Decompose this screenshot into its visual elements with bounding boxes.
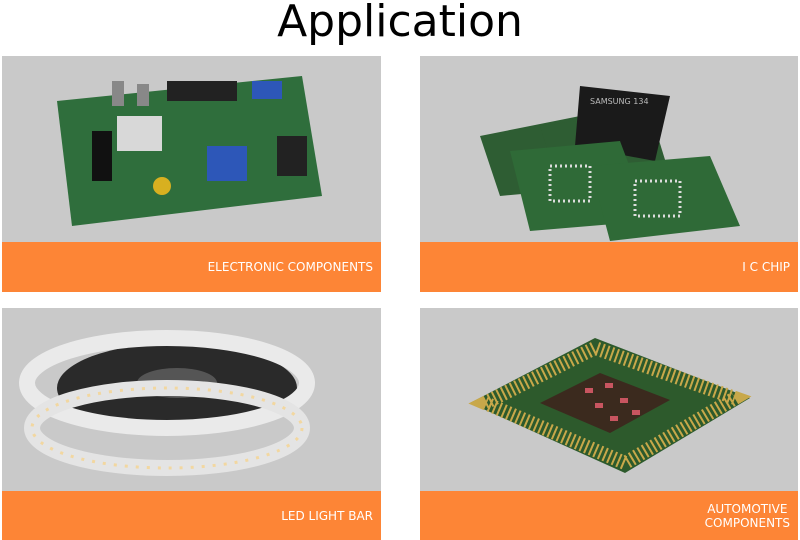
cpu-pin-grid-image xyxy=(468,338,752,473)
page-title: Application xyxy=(277,0,523,47)
circuit-board-image xyxy=(57,76,322,226)
led-strip-reel-image xyxy=(19,330,315,476)
label-bar: ELECTRONIC COMPONENTS xyxy=(2,242,381,292)
panel-label: I C CHIP xyxy=(742,260,790,274)
panel-automotive-components: AUTOMOTIVE COMPONENTS xyxy=(420,308,798,540)
label-bar: LED LIGHT BAR xyxy=(2,491,381,540)
panel-label-line2: COMPONENTS xyxy=(704,515,790,530)
panel-label: AUTOMOTIVE COMPONENTS xyxy=(705,502,790,530)
label-bar: I C CHIP xyxy=(420,242,798,292)
ic-chips-image: SAMSUNG 134 xyxy=(480,86,740,241)
svg-text:SAMSUNG 134: SAMSUNG 134 xyxy=(590,97,649,106)
panel-label: ELECTRONIC COMPONENTS xyxy=(207,260,373,274)
panel-led-light-bar: LED LIGHT BAR xyxy=(2,308,381,540)
panel-label-line1: AUTOMOTIVE xyxy=(707,501,788,516)
panel-electronic-components: ELECTRONIC COMPONENTS xyxy=(2,56,381,292)
panel-ic-chip: SAMSUNG 134 I C CHIP xyxy=(420,56,798,292)
label-bar: AUTOMOTIVE COMPONENTS xyxy=(420,491,798,540)
panel-label: LED LIGHT BAR xyxy=(281,508,373,523)
